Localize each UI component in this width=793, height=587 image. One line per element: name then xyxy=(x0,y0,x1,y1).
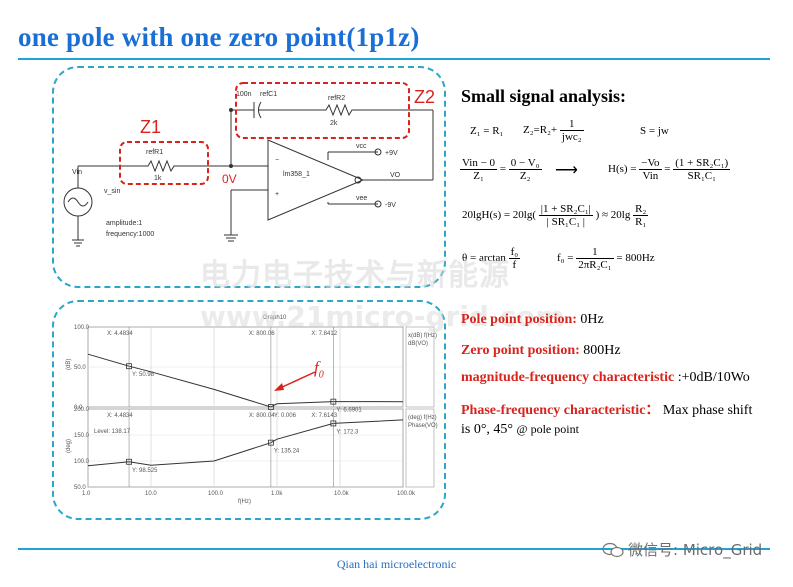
vcc-value: +9V xyxy=(385,150,398,157)
zero-position: Zero point position: 800Hz xyxy=(461,343,621,358)
circuit-schematic: − + 100n refC1 refR2 2k refR1 1k Vin v_s… xyxy=(63,82,434,247)
bode-panel xyxy=(52,300,446,520)
r2-value: 2k xyxy=(330,120,338,127)
amplitude-label: amplitude:1 xyxy=(106,220,142,227)
r2-name: refR2 xyxy=(328,95,345,102)
slide-title: one pole with one zero point(1p1z) xyxy=(18,22,420,52)
z2-highlight xyxy=(235,82,410,139)
implies-arrow: ⟶ xyxy=(555,162,578,179)
z1-equation: Z₁ = R₁ xyxy=(470,125,504,137)
vsin-label: v_sin xyxy=(104,188,120,195)
vcc-label: vcc xyxy=(356,143,367,150)
opamp-label: lm358_1 xyxy=(283,171,310,178)
cursor-x-readout: X: 7.6143 xyxy=(311,413,337,419)
frequency-label: frequency:1000 xyxy=(106,231,154,238)
cursor-x-readout: X: 4.4834 xyxy=(107,413,133,419)
cursor-x-readout: X: 800.06 xyxy=(249,331,275,337)
wechat-id: 微信号: Micro_Grid xyxy=(602,539,762,560)
plus-sign: + xyxy=(275,191,279,198)
bottom-rule xyxy=(18,548,770,550)
cursor-x-readout: X: 7.8412 xyxy=(311,331,337,337)
cursor-y-readout: Y: 50.98 xyxy=(132,372,155,378)
bottom-legend-2: Phase(VO) xyxy=(408,423,438,429)
z1-highlight xyxy=(119,141,209,185)
analysis-heading: Small signal analysis: xyxy=(461,86,627,106)
cursor-y-readout: Y: 135.24 xyxy=(274,449,300,455)
level-label: Level: 138.17 xyxy=(94,429,131,435)
top-y-tick-label: 50.0 xyxy=(74,365,86,371)
cursor-x-readout: X: 800.04 xyxy=(249,413,275,419)
cursor-marker xyxy=(330,398,337,405)
bottom-legend-1: (deg) f(Hz) xyxy=(408,415,437,421)
wechat-icon xyxy=(602,542,624,558)
zero-v-label: 0V xyxy=(222,172,237,186)
f0-label: f0 xyxy=(314,358,324,381)
graph-title: Graph10 xyxy=(263,315,287,321)
top-legend-2: dB(VO) xyxy=(408,341,428,347)
top-y-tick-label: 0.0 xyxy=(74,405,83,411)
top-ylabel: (dB) xyxy=(66,359,72,370)
x-unit: f(Hz) xyxy=(238,499,251,505)
x-tick-label: 10.0k xyxy=(334,491,350,497)
vee-label: vee xyxy=(356,195,367,202)
magnitude-curve xyxy=(87,353,404,408)
top-y-tick-label: 100.0 xyxy=(74,325,90,331)
vee-value: -9V xyxy=(385,202,396,209)
magnitude-characteristic: magnitude-frequency characteristic :+0dB… xyxy=(461,370,750,385)
vin-label: Vin xyxy=(72,169,82,176)
z2-label: Z2 xyxy=(414,87,436,107)
phase-plot-frame xyxy=(87,408,404,488)
cursor-y-readout: Y: 172.3 xyxy=(336,429,359,435)
bottom-y-tick-label: 50.0 xyxy=(74,485,86,491)
x-tick-label: 100.0 xyxy=(208,491,224,497)
bottom-y-tick-label: 100.0 xyxy=(74,459,90,465)
footer-credit: Qian hai microelectronic xyxy=(336,557,457,571)
r1-value: 1k xyxy=(154,175,162,182)
x-tick-label: 100.0k xyxy=(397,491,416,497)
cursor-marker xyxy=(330,420,337,427)
watermark-cn: 电力电子技术与新能源 xyxy=(200,258,510,293)
bottom-y-tick-label: 150.0 xyxy=(74,433,90,439)
bottom-y-tick-label: 200.0 xyxy=(74,407,90,413)
z1-label: Z1 xyxy=(140,117,162,137)
x-tick-label: 1.0k xyxy=(271,491,283,497)
phase-characteristic: Phase-frequency characteristic： Max phas… xyxy=(461,403,753,437)
bode-plot: Graph10 1.0 10.0 100.0 1.0k 10.0k 100.0k 100.0… xyxy=(66,315,438,505)
gain-db-equation: 20lgH(s) = 20lg( |1 + SR₂C₁|| SR₁C₁ | ) … xyxy=(462,203,649,228)
watermark-url: www.21micro-grid.com xyxy=(200,300,565,333)
cursor-marker xyxy=(126,458,132,465)
cursor-y-readout: Y: 0.006 xyxy=(274,413,297,419)
c1-value: 100n xyxy=(236,91,252,98)
phase-curve xyxy=(87,419,404,467)
top-legend-1: x(dB) f(Hz) xyxy=(408,333,437,339)
r1-name: refR1 xyxy=(146,149,163,156)
x-tick-label: 10.0 xyxy=(145,491,157,497)
top-rule xyxy=(18,58,770,60)
cursor-x-readout: X: 4.4834 xyxy=(107,331,133,337)
bottom-ylabel: (deg) xyxy=(66,439,72,453)
vo-label: VO xyxy=(390,172,401,179)
cursor-marker xyxy=(267,439,274,446)
pole-position: Pole point position: 0Hz xyxy=(461,312,604,327)
cursor-y-readout: Y: 98.525 xyxy=(132,468,158,474)
s-equation: S = jw xyxy=(640,125,669,137)
circuit-panel xyxy=(52,66,446,288)
c1-name: refC1 xyxy=(260,91,277,98)
f0-arrow xyxy=(274,371,316,391)
minus-sign: − xyxy=(275,157,279,164)
cursor-y-readout: Y: 6.6901 xyxy=(336,408,362,414)
x-tick-label: 1.0 xyxy=(82,491,91,497)
cursor-marker xyxy=(126,363,132,370)
